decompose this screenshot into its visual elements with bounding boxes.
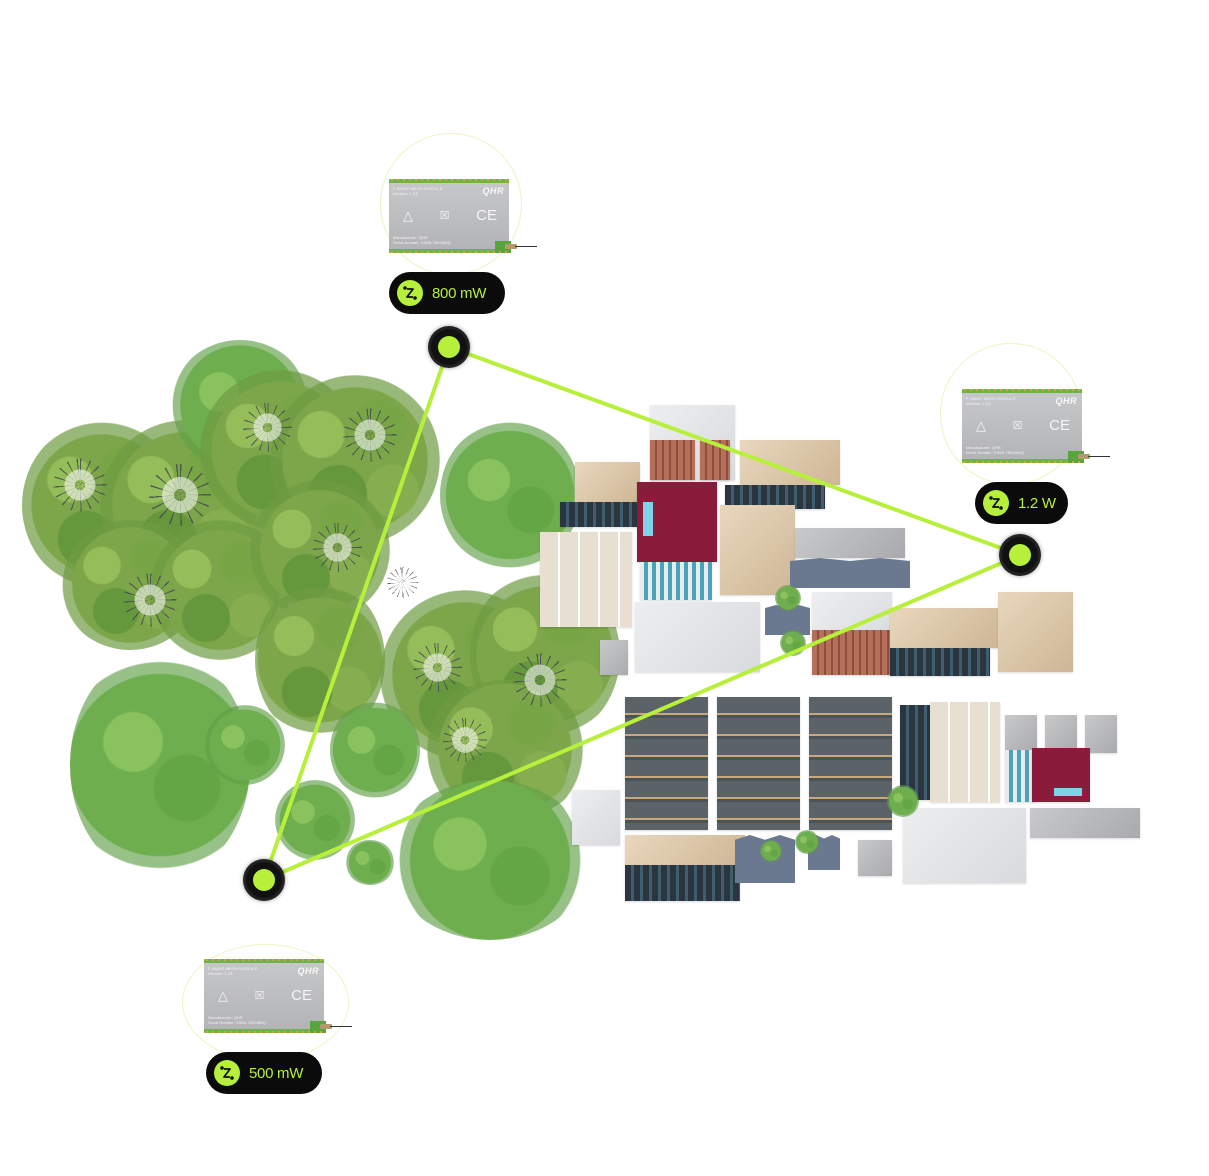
tree xyxy=(330,700,420,800)
tree-trunk-branches xyxy=(385,565,420,600)
route-icon xyxy=(214,1060,240,1086)
building xyxy=(575,462,640,502)
route-icon xyxy=(397,280,423,306)
brand-logo: QHR xyxy=(1055,396,1077,406)
building xyxy=(812,630,892,675)
tree xyxy=(795,830,819,854)
brand-logo: QHR xyxy=(482,186,504,196)
ce-mark-icon: CE xyxy=(1049,417,1070,434)
antenna-wire xyxy=(515,245,537,247)
node-core xyxy=(253,869,275,891)
weee-bin-icon: ☒ xyxy=(439,210,450,222)
tree-trunk-branches xyxy=(440,715,490,765)
mesh-network-icon: △ xyxy=(218,987,228,1003)
pool xyxy=(1054,788,1082,796)
building xyxy=(740,440,840,485)
rooftop-pool-building xyxy=(637,482,717,562)
building xyxy=(890,608,1000,648)
power-label: 500 mW xyxy=(249,1064,304,1082)
tree-trunk-branches xyxy=(50,455,110,515)
mesh-network-icon: △ xyxy=(403,207,413,223)
building xyxy=(600,640,628,675)
route-icon xyxy=(983,490,1009,516)
rooftop-pool-building xyxy=(1032,748,1090,802)
building xyxy=(720,505,795,595)
ce-mark-icon: CE xyxy=(476,207,497,224)
building-facade xyxy=(640,562,712,600)
power-label: 1.2 W xyxy=(1018,494,1056,512)
tree-trunk-branches xyxy=(240,400,295,455)
house xyxy=(1045,715,1077,753)
building xyxy=(625,835,745,865)
house xyxy=(1085,715,1117,753)
tree xyxy=(390,780,590,940)
building xyxy=(625,865,740,901)
ce-mark-icon: CE xyxy=(291,987,312,1004)
power-label: 800 mW xyxy=(432,284,487,302)
antenna-connector-icon xyxy=(1078,454,1090,459)
antenna-wire xyxy=(330,1025,352,1027)
building xyxy=(795,528,905,558)
pool xyxy=(643,502,653,536)
antenna-connector-icon xyxy=(505,244,517,249)
building xyxy=(790,558,910,588)
mesh-node[interactable] xyxy=(999,534,1041,576)
tree-trunk-branches xyxy=(410,640,465,695)
building xyxy=(903,808,1026,883)
tree xyxy=(345,840,395,885)
tree xyxy=(887,785,919,817)
power-badge[interactable]: 800 mW xyxy=(389,272,505,314)
tree xyxy=(760,840,782,862)
tree-trunk-branches xyxy=(310,520,365,575)
building xyxy=(635,602,760,672)
antenna-connector-icon xyxy=(320,1024,332,1029)
tree-trunk-branches xyxy=(510,650,570,710)
building xyxy=(998,592,1073,672)
mesh-node[interactable] xyxy=(243,859,285,901)
tree xyxy=(205,705,285,785)
power-badge[interactable]: 500 mW xyxy=(206,1052,322,1094)
building-facade xyxy=(1005,750,1035,802)
greenhouse xyxy=(809,697,892,830)
power-badge[interactable]: 1.2 W xyxy=(975,482,1068,524)
antenna-wire xyxy=(1088,455,1110,457)
mesh-network-icon: △ xyxy=(976,417,986,433)
node-core xyxy=(1009,544,1031,566)
brand-logo: QHR xyxy=(297,966,319,976)
tree xyxy=(275,780,355,860)
building xyxy=(700,440,730,480)
house xyxy=(858,840,892,876)
tree-trunk-branches xyxy=(120,570,180,630)
parking-lot xyxy=(540,532,632,627)
building xyxy=(650,440,695,480)
mesh-node[interactable] xyxy=(428,326,470,368)
greenhouse xyxy=(717,697,800,830)
tree xyxy=(780,630,806,656)
building xyxy=(572,790,620,845)
tree xyxy=(775,585,801,611)
building xyxy=(560,502,640,527)
weee-bin-icon: ☒ xyxy=(254,990,265,1002)
tree-trunk-branches xyxy=(145,460,215,530)
greenhouse xyxy=(625,697,708,830)
building xyxy=(1030,808,1140,838)
tree-trunk-branches xyxy=(340,405,400,465)
node-core xyxy=(438,336,460,358)
building xyxy=(890,648,990,676)
weee-bin-icon: ☒ xyxy=(1012,420,1023,432)
parking-lot xyxy=(930,702,1000,802)
